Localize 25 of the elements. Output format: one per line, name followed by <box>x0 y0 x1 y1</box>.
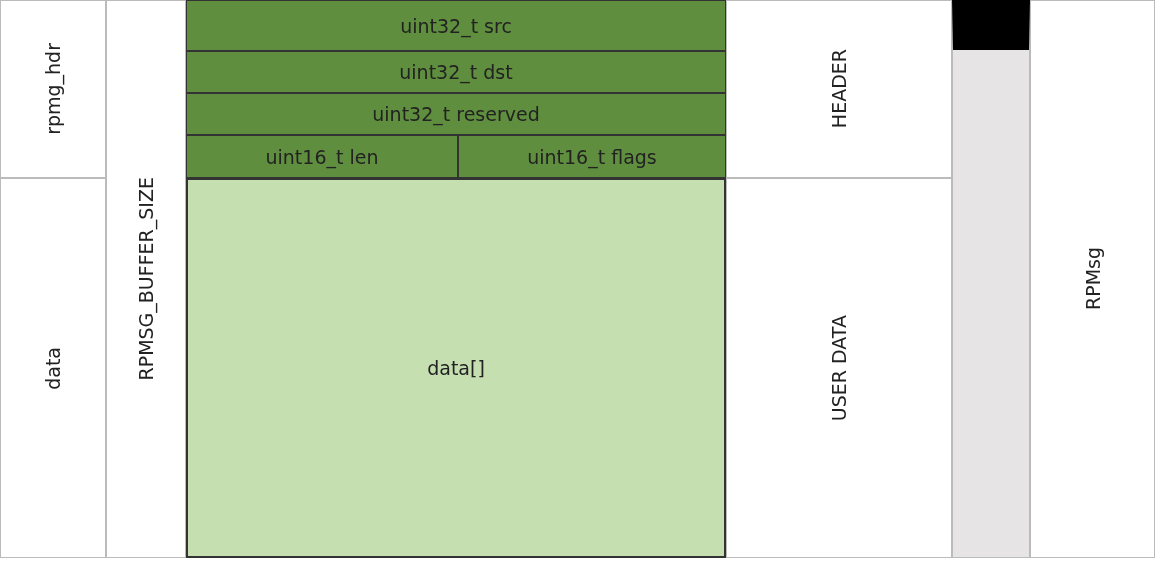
field-label: uint32_t dst <box>399 61 513 83</box>
table-cell <box>186 0 726 51</box>
field-label: HEADER <box>828 49 850 129</box>
field-label: uint16_t flags <box>527 145 657 168</box>
table-cell <box>186 93 726 135</box>
field-label: USER DATA <box>828 314 850 422</box>
table-cell <box>726 0 952 178</box>
field-label: rpmg_hdr <box>42 43 64 135</box>
table-cell <box>0 0 106 178</box>
field-label: uint32_t reserved <box>372 103 540 125</box>
table-cell <box>186 178 726 558</box>
table-cell <box>106 0 186 558</box>
field-label: RPMsg <box>1081 247 1104 311</box>
table-cell <box>186 51 726 93</box>
table-cell <box>1030 0 1155 558</box>
field-label: uint32_t src <box>400 14 512 37</box>
table-cell <box>0 178 106 558</box>
field-label: RPMSG_BUFFER_SIZE <box>135 177 157 381</box>
table-cell <box>186 135 458 178</box>
field-label: data[] <box>427 357 485 379</box>
field-label: data <box>42 346 64 390</box>
table-cell <box>458 135 726 178</box>
field-label: uint16_t len <box>265 145 379 168</box>
memory-bar <box>952 0 1030 558</box>
table-cell <box>726 178 952 558</box>
